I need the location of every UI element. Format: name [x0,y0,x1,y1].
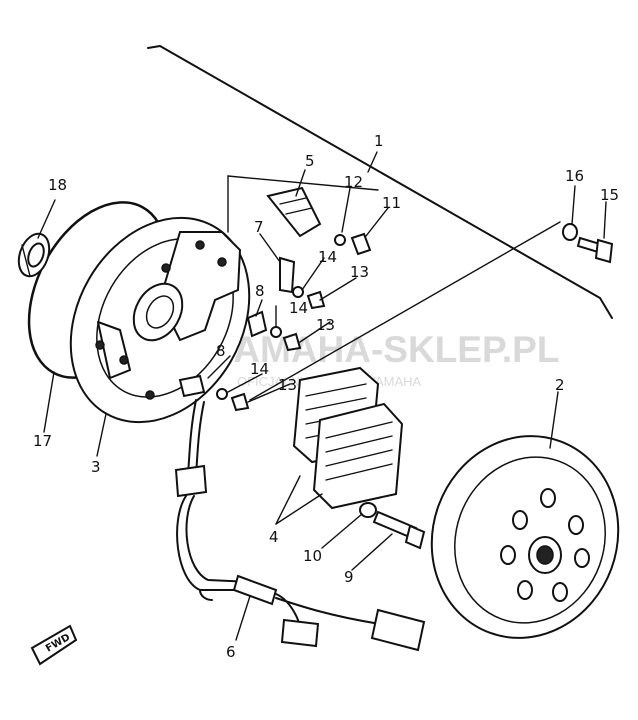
callout-5: 5 [305,152,315,170]
callout-6: 6 [226,643,236,661]
watermark-main-text: YAMAHA-SKLEP.PL [212,329,559,370]
callout-18: 18 [48,176,67,194]
washer-16 [562,223,578,241]
callout-13-upper: 13 [350,263,369,281]
forward-direction-arrow: FWD [30,624,78,666]
callout-8-upper: 8 [255,282,265,300]
assembly-bracket-1 [147,45,613,401]
callout-17: 17 [33,432,52,450]
washer-10 [359,502,377,518]
callout-10: 10 [303,547,322,565]
callout-7: 7 [254,218,264,236]
callout-16: 16 [565,167,584,185]
oil-seal-18 [17,232,51,278]
callout-1: 1 [374,132,384,150]
pickup-coil-5 [266,186,322,238]
screw-13a [306,290,326,310]
callout-13-middle: 13 [316,316,335,334]
callout-numbers: 1 2 3 4 5 6 7 8 8 9 10 11 12 13 13 13 14… [33,132,619,661]
callout-14-upper: 14 [318,248,337,266]
callout-13-lower: 13 [278,376,297,394]
callout-2: 2 [555,376,565,394]
callout-14-middle: 14 [289,299,308,317]
washer-14b [270,326,282,338]
washer-14c [216,388,228,400]
callout-4: 4 [269,528,279,546]
stator-base-3 [69,216,251,424]
charging-coils-4 [292,366,404,510]
clamp-7 [279,256,296,294]
screw-11 [350,232,372,256]
callout-14-lower: 14 [250,360,269,378]
callout-15: 15 [600,186,619,204]
washer-14a [292,286,304,298]
callout-11: 11 [382,194,401,212]
screw-13b [282,332,302,352]
small-hardware [178,232,372,412]
bolt-15 [576,236,614,264]
washer-12 [334,234,346,246]
callout-9: 9 [344,568,354,586]
bolt-9 [372,510,426,550]
callout-8-lower: 8 [216,342,226,360]
wire-harness-6 [174,399,426,652]
callout-3: 3 [91,458,101,476]
rotor-flywheel-2 [430,435,620,639]
screw-13c [230,392,250,412]
clamp-8b [178,374,206,398]
leader-lines [37,151,607,641]
callout-12: 12 [344,173,363,191]
